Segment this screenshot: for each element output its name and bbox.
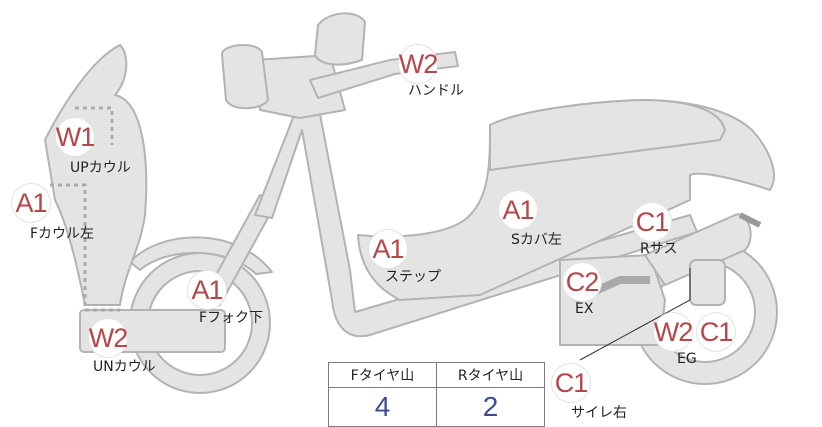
header-front-tire: Fタイヤ山 — [328, 362, 437, 388]
label-step: ステップ — [385, 269, 441, 285]
label-handle: ハンドル — [408, 83, 464, 99]
rear-shock — [644, 213, 752, 286]
label-engine: EG — [677, 351, 697, 367]
grade-badge-step: A1 — [368, 229, 408, 269]
panel-boundaries — [50, 106, 120, 312]
label-s-cover-left: Sカバ左 — [511, 232, 562, 248]
label-un-cowl: UNカウル — [93, 359, 156, 375]
label-r-suspension: Rサス — [640, 241, 678, 257]
label-f-cowl-left: Fカウル左 — [30, 226, 95, 242]
label-muffler-right: サイレ右 — [571, 405, 627, 421]
muffler-leader-line — [579, 268, 691, 361]
header-rear-tire: Rタイヤ山 — [436, 362, 545, 388]
grade-badge-engine-1: W2 — [653, 312, 693, 352]
value-rear-tire: 2 — [436, 387, 545, 427]
grade-badge-r-suspension: C1 — [632, 202, 672, 242]
muffler — [689, 259, 726, 306]
grade-badge-f-cowl-left: A1 — [11, 183, 51, 223]
grade-badge-s-cover-left: A1 — [498, 190, 538, 230]
value-front-tire: 4 — [328, 387, 437, 427]
grade-badge-up-cowl: W1 — [55, 117, 95, 157]
label-exhaust: EX — [575, 301, 594, 317]
rear-grab — [738, 212, 762, 228]
front-cowl — [44, 44, 148, 306]
grade-badge-un-cowl: W2 — [88, 318, 128, 358]
windscreen — [314, 12, 366, 66]
grade-badge-handle: W2 — [398, 44, 438, 84]
tire-tread-table: Fタイヤ山 Rタイヤ山 4 2 — [328, 362, 545, 427]
grade-badge-exhaust: C2 — [562, 262, 602, 302]
grade-badge-muffler-right: C1 — [551, 363, 591, 403]
headlight — [221, 44, 269, 110]
seat — [489, 99, 726, 171]
label-f-fork-lower: Fフォク下 — [199, 310, 264, 326]
grade-badge-f-fork-lower: A1 — [187, 270, 227, 310]
grade-badge-engine-2: C1 — [696, 312, 736, 352]
label-up-cowl: UPカウル — [70, 160, 131, 176]
